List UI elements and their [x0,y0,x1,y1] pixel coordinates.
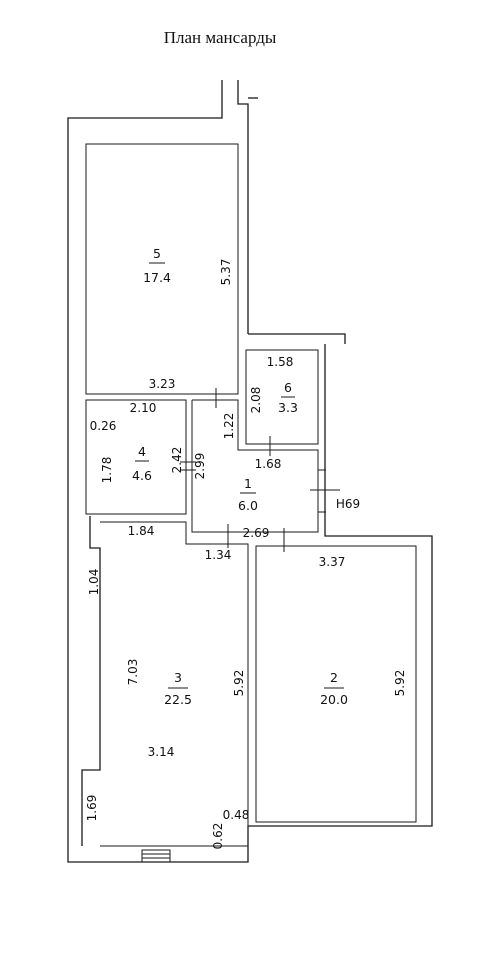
room-1-number: 1 [244,476,252,491]
dim-1-84: 1.84 [128,524,155,538]
dim-1-04: 1.04 [87,569,101,596]
dim-3-14: 3.14 [148,745,175,759]
dim-1-34: 1.34 [205,548,232,562]
room-5-area: 17.4 [143,270,171,285]
room-1 [191,399,326,533]
room-1-area: 6.0 [238,498,258,513]
outer-walls [67,80,433,863]
room-2 [255,545,417,823]
dim-5-92-room3: 5.92 [232,670,246,697]
room-6-area: 3.3 [278,400,298,415]
dim-7-03: 7.03 [126,659,140,686]
dim-1-69: 1.69 [85,795,99,822]
dim-2-10: 2.10 [130,401,157,415]
dim-0-48: 0.48 [223,808,250,822]
plan-title: План мансарды [163,28,277,47]
room-6-number: 6 [284,380,292,395]
room-5 [85,143,239,395]
room-labels: 5 17.4 6 3.3 4 4.6 1 6.0 3 22.5 2 20.0 [132,246,348,707]
dim-0-62: 0.62 [211,823,225,850]
room-6 [245,349,319,445]
door-markers [180,388,340,552]
dim-1-58: 1.58 [267,355,294,369]
room-4-area: 4.6 [132,468,152,483]
dim-2-99: 2.99 [193,453,207,480]
room-4-number: 4 [138,444,146,459]
room-4 [85,399,187,515]
dim-2-69: 2.69 [243,526,270,540]
room-2-area: 20.0 [320,692,348,707]
dim-2-08: 2.08 [249,387,263,414]
room-2-number: 2 [330,670,338,685]
room-3-number: 3 [174,670,182,685]
dim-h69: H69 [336,497,360,511]
room-3-area: 22.5 [164,692,192,707]
dim-2-42: 2.42 [170,447,184,474]
room-3 [100,521,249,847]
dim-5-37: 5.37 [219,259,233,286]
dim-3-23: 3.23 [149,377,176,391]
dim-1-22: 1.22 [222,413,236,440]
dim-1-68: 1.68 [255,457,282,471]
dim-1-78: 1.78 [100,457,114,484]
window-icon [141,849,171,863]
dim-3-37: 3.37 [319,555,346,569]
dimension-labels: 5.37 3.23 1.58 2.08 2.10 1.22 0.26 2.42 … [85,259,407,850]
room-5-number: 5 [153,246,161,261]
dim-0-26: 0.26 [90,419,117,433]
dim-5-92-room2: 5.92 [393,670,407,697]
